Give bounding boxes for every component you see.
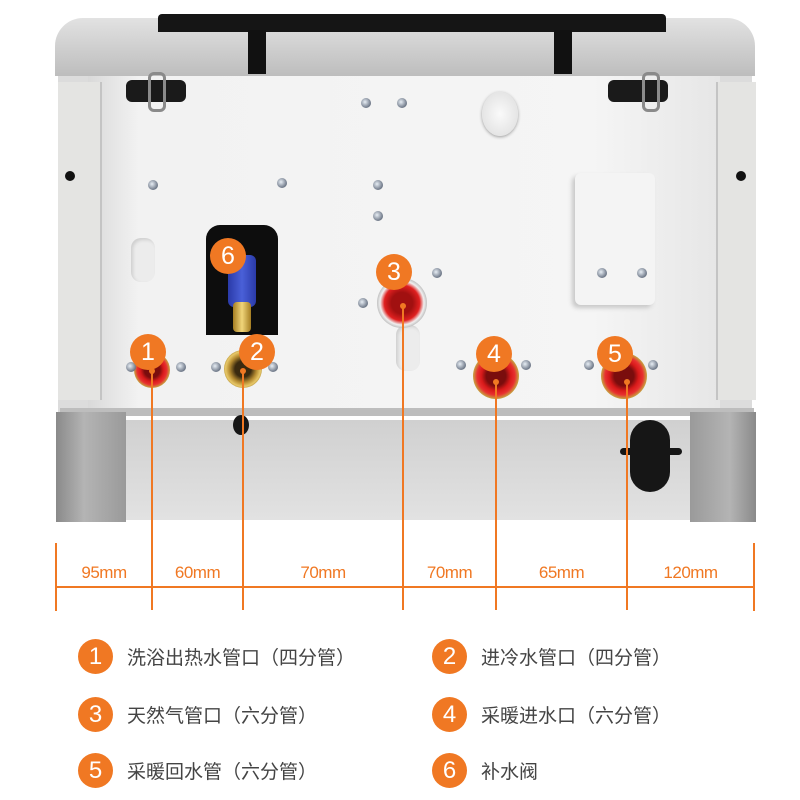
fill-valve-stem (233, 302, 251, 332)
legend-item-4: 4 采暖进水口（六分管） (432, 696, 671, 732)
legend-label: 洗浴出热水管口（四分管） (127, 646, 356, 669)
screw (277, 178, 287, 188)
legend-badge: 4 (432, 696, 467, 732)
callout-badge-3: 3 (376, 254, 412, 290)
legend-badge: 3 (78, 696, 113, 732)
bracket-ring-left (148, 72, 166, 112)
screw (584, 360, 594, 370)
right-foot (690, 412, 756, 522)
leader-line-1 (151, 370, 153, 610)
panel-recess (396, 325, 420, 371)
screw (148, 180, 158, 190)
dimension-line (55, 586, 755, 588)
mounting-plate (575, 173, 655, 305)
legend-item-1: 1 洗浴出热水管口（四分管） (78, 638, 355, 674)
callout-badge-2: 2 (239, 334, 275, 370)
legend-item-5: 5 采暖回水管（六分管） (78, 752, 317, 788)
left-foot (56, 412, 126, 522)
drain-outlet (630, 420, 670, 492)
right-side-rail (716, 82, 756, 400)
callout-badge-1: 1 (130, 334, 166, 370)
legend-badge: 5 (78, 752, 113, 788)
legend-badge: 6 (432, 752, 467, 788)
left-side-rail (58, 82, 102, 400)
right-mount-hole (736, 171, 746, 181)
screw (126, 362, 136, 372)
screw (358, 298, 368, 308)
callout-badge-4: 4 (476, 336, 512, 372)
hanging-bracket-left (126, 80, 186, 102)
screw (211, 362, 221, 372)
base-lip (60, 408, 754, 416)
bracket-ring-right (642, 72, 660, 112)
dimension-label-3: 70mm (300, 563, 346, 582)
dimension-tick (753, 543, 755, 611)
legend-badge: 2 (432, 638, 467, 674)
leader-line-2 (242, 370, 244, 610)
panel-recess (131, 238, 155, 282)
legend-label: 进冷水管口（四分管） (481, 646, 672, 669)
legend-item-6: 6 补水阀 (432, 752, 538, 788)
screw (432, 268, 442, 278)
screw (397, 98, 407, 108)
hanging-bracket-right (608, 80, 668, 102)
legend-label: 采暖进水口（六分管） (481, 704, 672, 727)
leader-dot (624, 379, 630, 385)
legend-item-3: 3 天然气管口（六分管） (78, 696, 317, 732)
dimension-label-1: 95mm (81, 563, 127, 582)
leader-dot (149, 368, 155, 374)
base-panel (112, 420, 702, 520)
base-hole (233, 415, 249, 435)
screw (176, 362, 186, 372)
screw (521, 360, 531, 370)
dimension-label-2: 60mm (174, 563, 221, 582)
leader-dot (240, 368, 246, 374)
legend-label: 天然气管口（六分管） (127, 704, 318, 727)
screw (456, 360, 466, 370)
legend-badge: 1 (78, 638, 113, 674)
dimension-label-5: 65mm (538, 563, 585, 582)
leader-line-5 (626, 381, 628, 610)
legend-label: 采暖回水管（六分管） (127, 760, 318, 783)
dimension-label-6: 120mm (663, 563, 718, 582)
top-cover-handle (158, 14, 666, 32)
screw (373, 211, 383, 221)
leader-dot (493, 379, 499, 385)
dimension-tick (55, 543, 57, 611)
screw (637, 268, 647, 278)
leader-line-4 (495, 381, 497, 610)
screw (361, 98, 371, 108)
leader-line-3 (402, 305, 404, 610)
leader-dot (400, 303, 406, 309)
screw (268, 362, 278, 372)
screw (597, 268, 607, 278)
legend-item-2: 2 进冷水管口（四分管） (432, 638, 671, 674)
callout-badge-6: 6 (210, 238, 246, 274)
screw (373, 180, 383, 190)
cover-strap-right (554, 30, 572, 74)
legend-label: 补水阀 (481, 760, 539, 783)
left-mount-hole (65, 171, 75, 181)
rubber-plug (482, 92, 518, 136)
cover-strap-left (248, 30, 266, 74)
dimension-label-4: 70mm (426, 563, 473, 582)
screw (648, 360, 658, 370)
callout-badge-5: 5 (597, 336, 633, 372)
